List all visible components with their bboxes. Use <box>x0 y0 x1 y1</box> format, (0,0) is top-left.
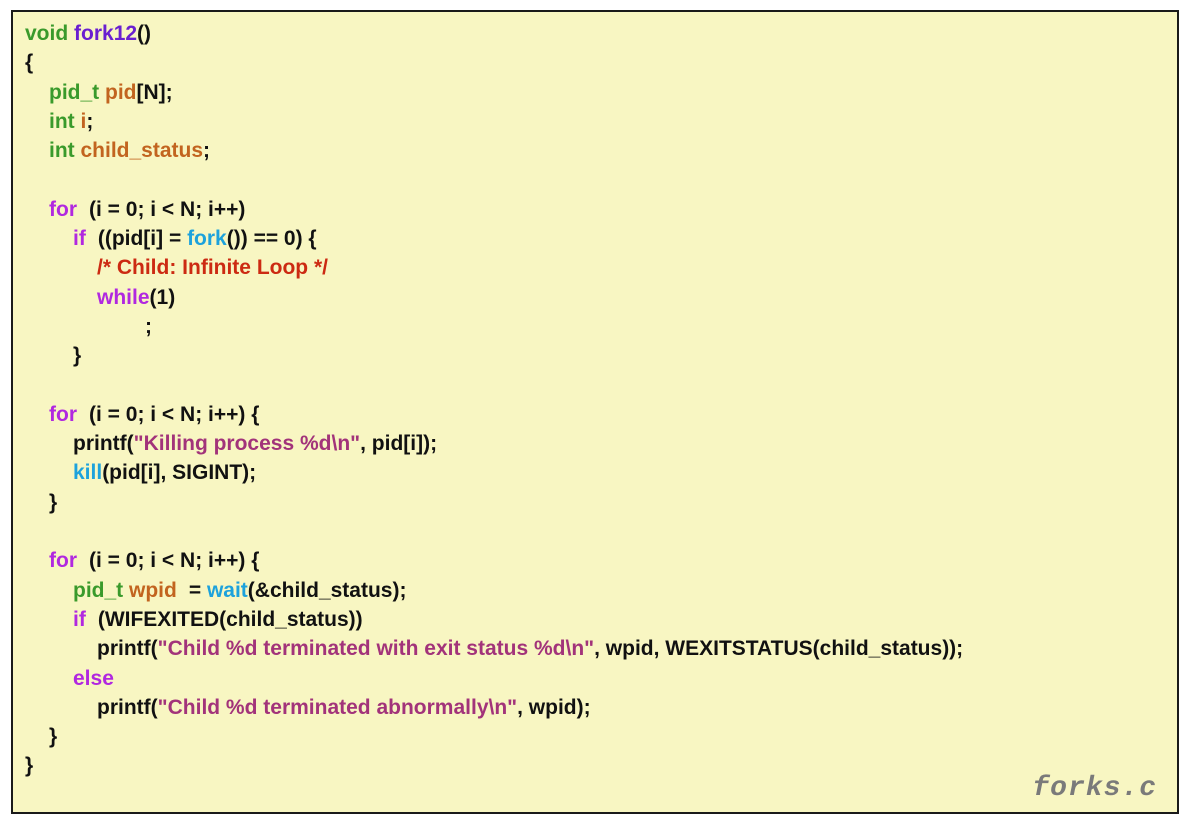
code-token-plain: (WIFEXITED(child_status)) <box>97 607 363 631</box>
code-token-plain: , wpid, WEXITSTATUS(child_status)); <box>594 637 964 661</box>
code-token-type: int <box>49 109 81 133</box>
code-line: for (i = 0; i < N; i++) <box>25 195 963 224</box>
code-token-plain: { <box>25 51 34 75</box>
code-token-plain: (pid[i], SIGINT); <box>102 461 257 485</box>
code-token-func: fork12 <box>74 22 138 45</box>
code-line: for (i = 0; i < N; i++) { <box>25 400 963 429</box>
code-token-plain: (1) <box>149 285 176 309</box>
code-token-plain: printf( <box>73 432 134 456</box>
code-line <box>25 165 963 194</box>
code-line <box>25 517 963 546</box>
code-token-plain: ; <box>145 314 152 338</box>
code-token-plain: } <box>49 725 58 749</box>
code-token-plain: , pid[i]); <box>360 432 438 456</box>
code-token-plain: } <box>49 490 58 514</box>
code-line: /* Child: Infinite Loop */ <box>25 253 963 282</box>
code-line: int i; <box>25 107 963 136</box>
code-token-plain: = <box>188 578 207 602</box>
code-token-kw: else <box>73 666 114 690</box>
code-token-kw: while <box>97 285 150 309</box>
code-token-type: void <box>25 22 75 45</box>
code-line: pid_t wpid = wait(&child_status); <box>25 576 963 605</box>
code-token-type: pid_t <box>73 578 129 602</box>
code-token-str: "Child %d terminated with exit status %d… <box>157 637 595 661</box>
code-line <box>25 371 963 400</box>
code-line: } <box>25 751 963 780</box>
code-token-plain: ; <box>203 139 211 163</box>
file-name-label: forks.c <box>1032 773 1157 804</box>
code-line: while(1) <box>25 283 963 312</box>
code-line: } <box>25 722 963 751</box>
code-token-plain: (i = 0; i < N; i++) { <box>89 549 260 573</box>
code-token-plain: printf( <box>97 695 158 719</box>
code-token-plain: () <box>137 22 152 45</box>
code-token-sys: wait <box>206 578 248 602</box>
code-line: for (i = 0; i < N; i++) { <box>25 546 963 575</box>
code-token-kw: for <box>49 549 77 573</box>
code-token-var: pid <box>105 80 137 104</box>
code-block: void fork12(){pid_t pid[N];int i;int chi… <box>25 19 963 781</box>
code-line: ; <box>25 312 963 341</box>
code-token-var: child_status <box>80 139 204 163</box>
code-line: if (WIFEXITED(child_status)) <box>25 605 963 634</box>
code-token-str: "Child %d terminated abnormally\n" <box>157 695 518 719</box>
code-token-plain: printf( <box>97 637 158 661</box>
code-token-kw: if <box>73 607 86 631</box>
code-token-var: i <box>80 109 87 133</box>
code-token-kw: for <box>49 197 77 221</box>
code-line: void fork12() <box>25 19 963 48</box>
code-line: printf("Child %d terminated abnormally\n… <box>25 693 963 722</box>
code-line: } <box>25 341 963 370</box>
code-token-sys: fork <box>187 227 227 251</box>
code-line: printf("Killing process %d\n", pid[i]); <box>25 429 963 458</box>
code-token-plain: ()) == 0) { <box>226 227 317 251</box>
code-panel: void fork12(){pid_t pid[N];int i;int chi… <box>11 10 1179 814</box>
code-token-var: wpid <box>129 578 177 602</box>
code-token-kw: for <box>49 402 77 426</box>
code-token-plain: } <box>25 754 34 778</box>
code-token-str: "Killing process %d\n" <box>133 432 361 456</box>
code-token-type: int <box>49 139 81 163</box>
code-token-plain: (i = 0; i < N; i++) { <box>89 402 260 426</box>
code-line: if ((pid[i] = fork()) == 0) { <box>25 224 963 253</box>
code-line: printf("Child %d terminated with exit st… <box>25 634 963 663</box>
code-line: { <box>25 48 963 77</box>
code-token-comment: /* Child: Infinite Loop */ <box>97 256 328 280</box>
code-token-sys: kill <box>73 461 103 485</box>
code-token-kw: if <box>73 227 86 251</box>
code-line: kill(pid[i], SIGINT); <box>25 458 963 487</box>
code-token-plain: , wpid); <box>517 695 591 719</box>
code-line: else <box>25 664 963 693</box>
code-token-plain: ; <box>86 109 94 133</box>
code-token-type: pid_t <box>49 80 105 104</box>
code-line: pid_t pid[N]; <box>25 78 963 107</box>
code-token-plain: (&child_status); <box>247 578 407 602</box>
code-token-plain: ((pid[i] = <box>97 227 188 251</box>
code-token-plain: [N]; <box>136 80 173 104</box>
code-token-plain: } <box>73 344 82 368</box>
code-line: int child_status; <box>25 136 963 165</box>
code-token-plain: (i = 0; i < N; i++) <box>89 197 246 221</box>
code-line: } <box>25 488 963 517</box>
